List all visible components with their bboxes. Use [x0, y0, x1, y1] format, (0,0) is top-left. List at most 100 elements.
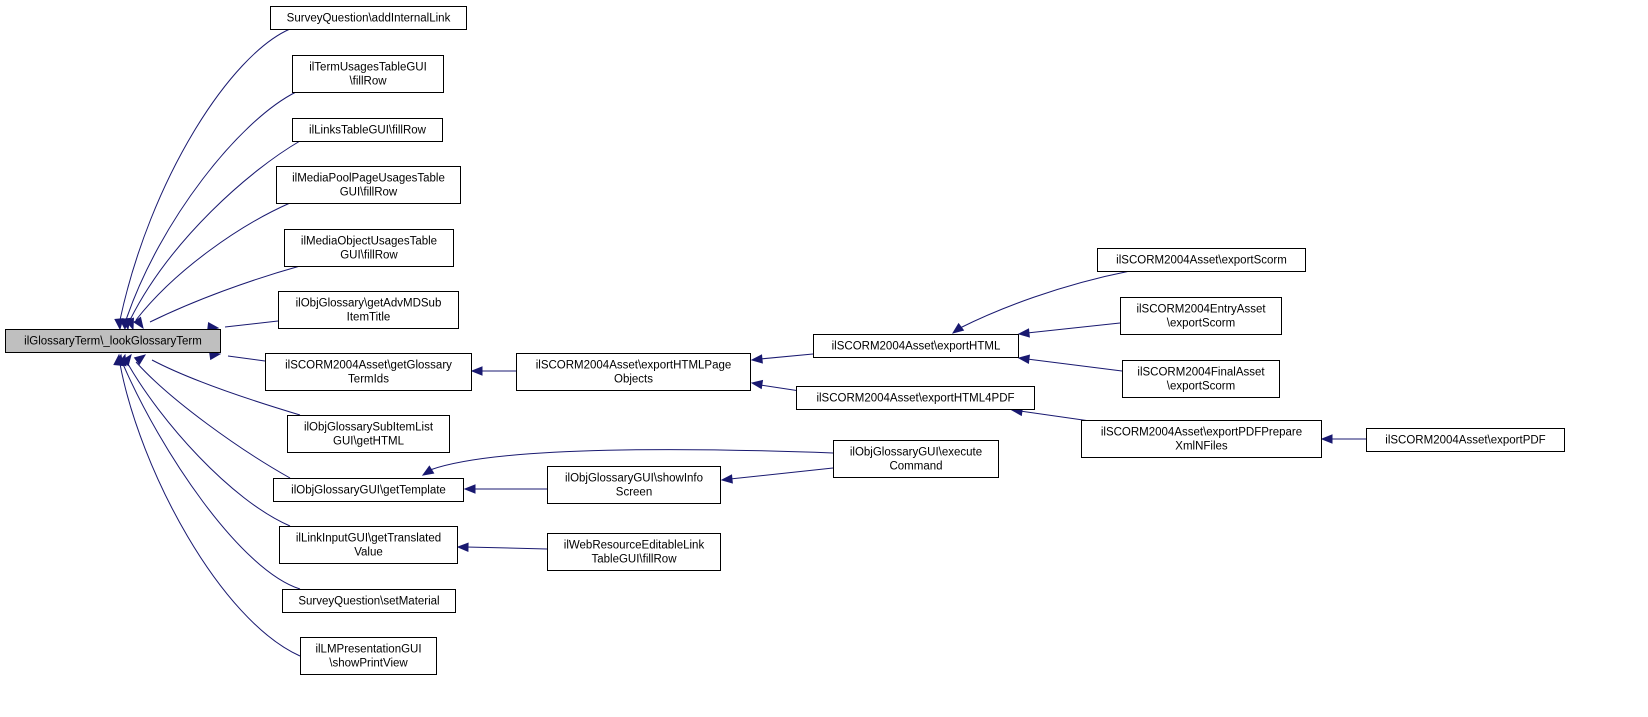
- edge-arrowhead: [421, 465, 435, 476]
- edge-line: [135, 361, 291, 479]
- node-entry_exportScorm[interactable]: ilSCORM2004EntryAsset\exportScorm: [1120, 297, 1282, 335]
- edge-arrowhead: [1017, 354, 1030, 364]
- edge-line: [227, 355, 266, 362]
- node-label-line: XmlNFiles: [1175, 441, 1228, 453]
- node-label-line: ilSCORM2004FinalAsset: [1137, 367, 1265, 379]
- node-glossaryGUI_getTemplate[interactable]: ilObjGlossaryGUI\getTemplate: [273, 478, 464, 502]
- edge-arrowhead: [720, 474, 733, 484]
- node-label-line: TableGUI\fillRow: [592, 554, 678, 566]
- edge-arrowhead: [113, 353, 123, 366]
- node-label-line: GUI\fillRow: [340, 250, 398, 262]
- edge-arrowhead: [1017, 328, 1030, 338]
- edge-mediaObjUsages_fillRow-to-root: [133, 265, 301, 330]
- edge-line: [119, 28, 291, 321]
- node-box: [1097, 248, 1306, 272]
- node-box: [284, 229, 454, 267]
- edge-line: [122, 363, 301, 590]
- node-box: [278, 291, 459, 329]
- node-label-line: Screen: [616, 487, 652, 499]
- node-label-line: ilObjGlossaryGUI\getTemplate: [291, 485, 446, 497]
- edge-line: [759, 353, 814, 360]
- edge-scorm_exportPDF-to-scorm_exportPDFPrepare: [1320, 434, 1366, 444]
- edge-glossaryGUI_showInfo-to-glossaryGUI_getTemplate: [463, 484, 547, 494]
- edge-line: [129, 140, 301, 321]
- node-label-line: GUI\getHTML: [333, 436, 405, 448]
- node-box: [292, 118, 443, 142]
- node-label-line: ilObjGlossary\getAdvMDSub: [296, 298, 442, 310]
- node-lmPresentation_showPrint[interactable]: ilLMPresentationGUI\showPrintView: [300, 637, 437, 675]
- node-label-line: ilSCORM2004Asset\exportHTML: [832, 341, 1001, 353]
- node-label-line: ilGlossaryTerm\_lookGlossaryTerm: [24, 336, 202, 348]
- node-box: [1120, 297, 1282, 335]
- node-label-line: ilSCORM2004Asset\exportHTMLPage: [536, 360, 732, 372]
- edge-arrowhead: [470, 366, 483, 376]
- node-linksTable_fillRow[interactable]: ilLinksTableGUI\fillRow: [292, 118, 443, 142]
- node-box: [282, 589, 456, 613]
- node-box: [279, 526, 458, 564]
- edge-line: [959, 270, 1131, 329]
- node-webRes_fillRow[interactable]: ilWebResourceEditableLinkTableGUI\fillRo…: [547, 533, 721, 571]
- node-box: [5, 329, 221, 353]
- edge-arrowhead: [750, 354, 763, 364]
- node-label-line: ilSCORM2004Asset\exportHTML4PDF: [816, 393, 1014, 405]
- node-box: [265, 353, 472, 391]
- edge-scorm_exportHTML-to-scorm_exportHTMLPageObjects: [750, 353, 814, 364]
- edge-subItemList_getHTML-to-root: [133, 354, 301, 416]
- node-label-line: ilSCORM2004Asset\exportPDFPrepare: [1101, 427, 1302, 439]
- edge-line: [759, 384, 801, 392]
- nodes-layer: ilGlossaryTerm\_lookGlossaryTermSurveyQu…: [5, 6, 1565, 675]
- node-label-line: ilObjGlossaryGUI\showInfo: [565, 473, 703, 485]
- edge-line: [135, 202, 291, 321]
- node-label-line: ilObjGlossarySubItemList: [304, 422, 434, 434]
- node-box: [796, 386, 1035, 410]
- edge-linkInput_getTranslated-to-root: [117, 353, 291, 527]
- node-scorm_exportPDF[interactable]: ilSCORM2004Asset\exportPDF: [1366, 428, 1565, 452]
- node-label-line: SurveyQuestion\addInternalLink: [287, 13, 451, 25]
- edge-scorm_exportHTMLPageObjects-to-scorm_getGlossaryTermIds: [470, 366, 516, 376]
- edge-glossaryGUI_execute-to-glossaryGUI_getTemplate: [421, 449, 834, 476]
- node-scorm_exportHTML[interactable]: ilSCORM2004Asset\exportHTML: [813, 334, 1019, 358]
- edge-arrowhead: [125, 317, 135, 331]
- node-scorm_exportPDFPrepare[interactable]: ilSCORM2004Asset\exportPDFPrepareXmlNFil…: [1081, 420, 1322, 458]
- edge-line: [149, 265, 301, 323]
- node-box: [1081, 420, 1322, 458]
- edge-scorm_exportHTML4PDF-to-scorm_exportHTMLPageObjects: [750, 379, 801, 392]
- node-label-line: \exportScorm: [1167, 318, 1235, 330]
- edge-arrowhead: [1320, 434, 1333, 444]
- node-label-line: SurveyQuestion\setMaterial: [298, 596, 439, 608]
- edge-line: [1019, 410, 1091, 422]
- edge-line: [465, 546, 548, 550]
- node-box: [833, 440, 999, 478]
- edge-arrowhead: [750, 379, 764, 390]
- edges-layer: [113, 28, 1366, 657]
- node-final_exportScorm[interactable]: ilSCORM2004FinalAsset\exportScorm: [1122, 360, 1280, 398]
- node-label-line: ilMediaPoolPageUsagesTable: [292, 173, 445, 185]
- node-scorm_exportHTML4PDF[interactable]: ilSCORM2004Asset\exportHTML4PDF: [796, 386, 1035, 410]
- node-label-line: \showPrintView: [329, 658, 408, 670]
- node-label-line: GUI\fillRow: [340, 187, 398, 199]
- node-sq_setMaterial[interactable]: SurveyQuestion\setMaterial: [282, 589, 456, 613]
- edge-arrowhead: [951, 322, 965, 334]
- edge-line: [224, 320, 279, 328]
- edge-arrowhead: [133, 354, 147, 366]
- node-scorm_exportScorm[interactable]: ilSCORM2004Asset\exportScorm: [1097, 248, 1306, 272]
- node-label-line: ilTermUsagesTableGUI: [309, 62, 427, 74]
- node-termUsages_fillRow[interactable]: ilTermUsagesTableGUI\fillRow: [292, 55, 444, 93]
- edge-arrowhead: [463, 484, 476, 494]
- node-root[interactable]: ilGlossaryTerm\_lookGlossaryTerm: [5, 329, 221, 353]
- node-sq_addInternalLink[interactable]: SurveyQuestion\addInternalLink: [270, 6, 467, 30]
- node-label-line: Value: [354, 547, 383, 559]
- node-box: [1122, 360, 1280, 398]
- edge-termUsages_fillRow-to-root: [119, 91, 297, 331]
- edge-arrowhead: [133, 316, 144, 330]
